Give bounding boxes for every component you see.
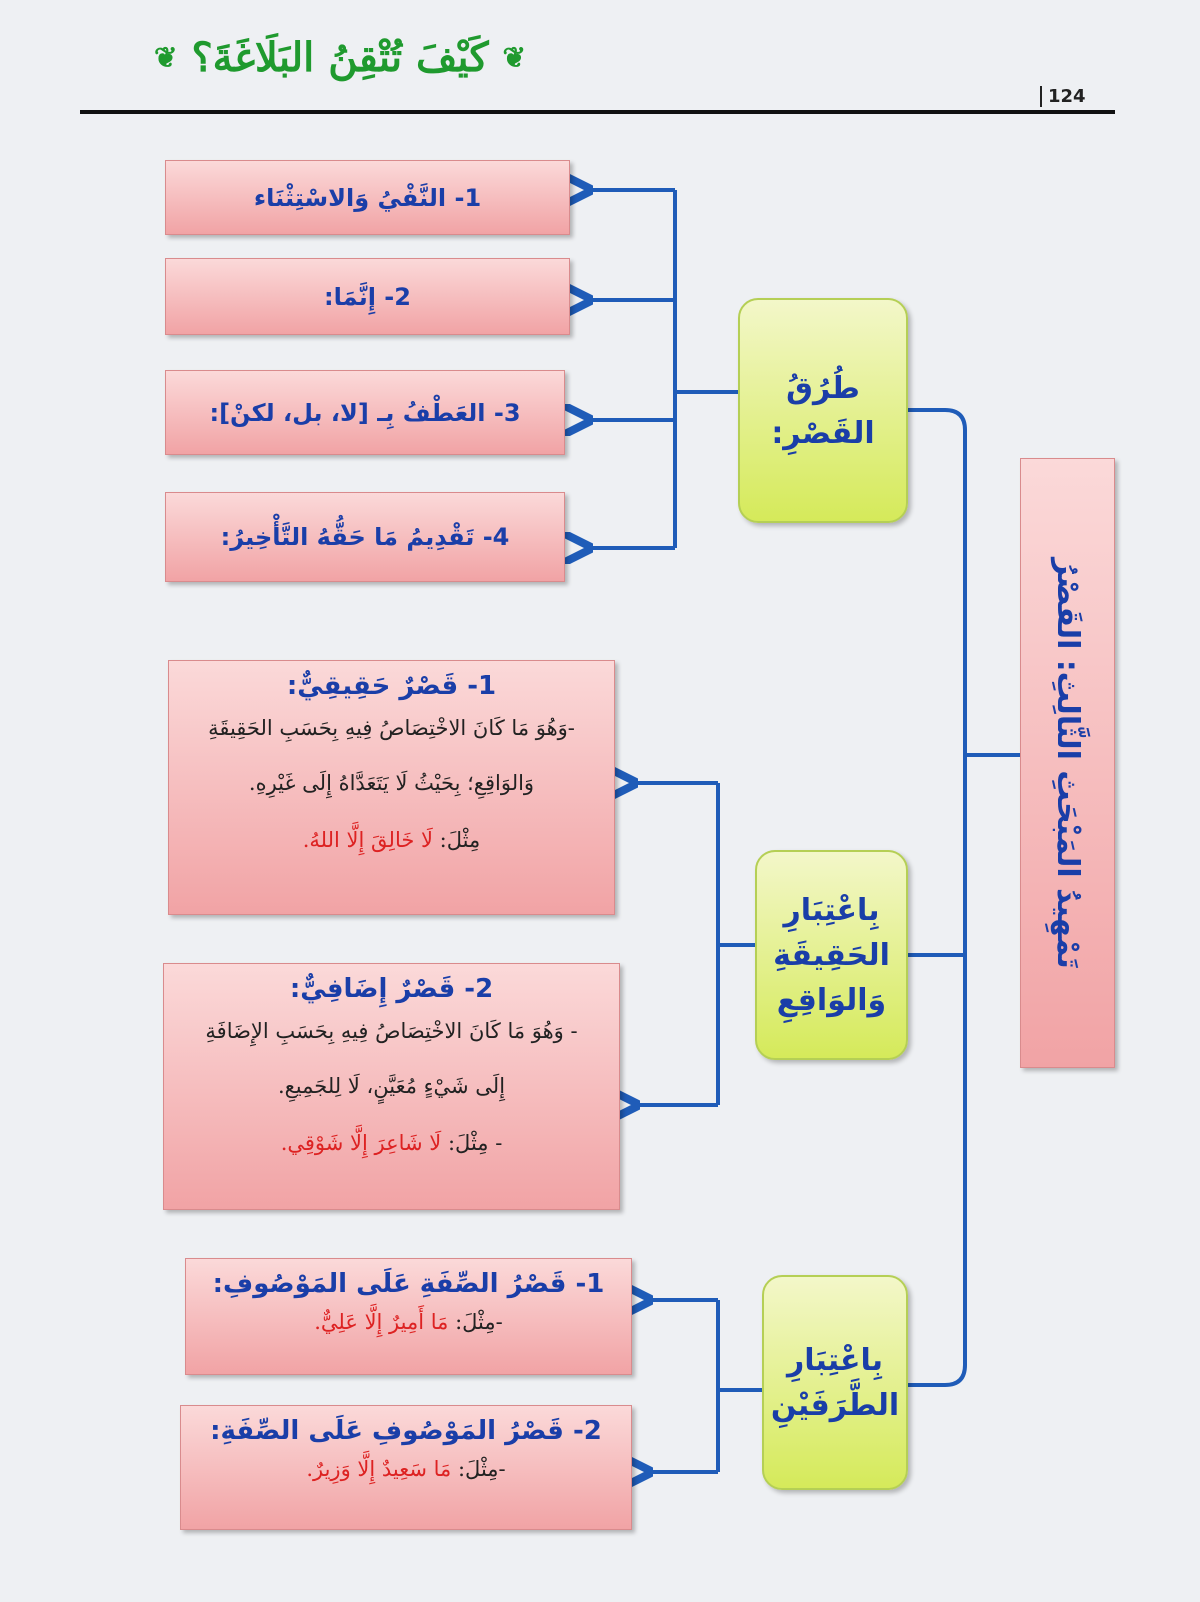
root-label: تَمْهِيدُ المَبْحَثِ الثَّالِثِ: القَصْر… bbox=[1050, 557, 1085, 969]
methods-bracket bbox=[673, 190, 738, 548]
example-text: مَا أَمِيرٌ إِلَّا عَلِيٌّ. bbox=[314, 1310, 449, 1334]
root-bracket bbox=[908, 408, 1020, 1387]
example-label: مِثْلَ: bbox=[439, 828, 481, 853]
parties-node: بِاعْتِبَارِ الطَّرَفَيْنِ bbox=[762, 1275, 908, 1490]
attribute-on-subject-box: 1- قَصْرُ الصِّفَةِ عَلَى المَوْصُوفِ: -… bbox=[185, 1258, 632, 1375]
method-item: 3- العَطْفُ بِـ [لا، بل، لكنْ]: bbox=[165, 370, 565, 455]
example-text: مَا سَعِيدٌ إِلَّا وَزِيرٌ. bbox=[306, 1457, 452, 1481]
example-label: - مِثْلَ: bbox=[447, 1131, 503, 1156]
parties-bracket bbox=[716, 1300, 762, 1472]
ornament-icon: ❦ bbox=[502, 40, 527, 74]
example-text: لَا شَاعِرَ إِلَّا شَوْقِي. bbox=[280, 1131, 442, 1156]
page-number: 124 bbox=[1040, 86, 1086, 107]
method-item: 4- تَقْدِيمُ مَا حَقُّهُ التَّأْخِيرُ: bbox=[165, 492, 565, 582]
book-title: ❦ كَيْفَ تُتْقِنُ البَلَاغَةَ؟ ❦ bbox=[120, 22, 560, 92]
relative-restriction-box: 2- قَصْرٌ إِضَافِيٌّ: - وَهُوَ مَا كَانَ… bbox=[163, 963, 620, 1210]
box-heading: 2- قَصْرُ المَوْصُوفِ عَلَى الصِّفَةِ: bbox=[210, 1416, 602, 1446]
reality-bracket bbox=[716, 783, 755, 1105]
box-heading: 1- قَصْرٌ حَقِيقِيٌّ: bbox=[286, 671, 497, 701]
example-label: -مِثْلَ: bbox=[455, 1310, 503, 1334]
ornament-icon: ❦ bbox=[153, 40, 178, 74]
box-heading: 2- قَصْرٌ إِضَافِيٌّ: bbox=[289, 974, 494, 1004]
example-label: -مِثْلَ: bbox=[457, 1457, 506, 1481]
title-text: كَيْفَ تُتْقِنُ البَلَاغَةَ؟ bbox=[191, 33, 489, 81]
subject-on-attribute-box: 2- قَصْرُ المَوْصُوفِ عَلَى الصِّفَةِ: -… bbox=[180, 1405, 632, 1530]
real-restriction-box: 1- قَصْرٌ حَقِيقِيٌّ: -وَهُوَ مَا كَانَ … bbox=[168, 660, 615, 915]
root-node: تَمْهِيدُ المَبْحَثِ الثَّالِثِ: القَصْر… bbox=[1020, 458, 1115, 1068]
box-text: -وَهُوَ مَا كَانَ الاخْتِصَاصُ فِيهِ بِح… bbox=[208, 716, 575, 795]
header-rule bbox=[80, 110, 1115, 114]
box-text: - وَهُوَ مَا كَانَ الاخْتِصَاصُ فِيهِ بِ… bbox=[205, 1019, 578, 1098]
methods-node: طُرُقُ القَصْرِ: bbox=[738, 298, 908, 523]
example-text: لَا خَالِقَ إِلَّا اللهُ. bbox=[302, 828, 433, 853]
method-item: 1- النَّفْيُ وَالاسْتِثْنَاء bbox=[165, 160, 570, 235]
method-item: 2- إِنَّمَا: bbox=[165, 258, 570, 335]
reality-node: بِاعْتِبَارِ الحَقِيقَةِ وَالوَاقِعِ bbox=[755, 850, 908, 1060]
box-heading: 1- قَصْرُ الصِّفَةِ عَلَى المَوْصُوفِ: bbox=[212, 1269, 605, 1299]
